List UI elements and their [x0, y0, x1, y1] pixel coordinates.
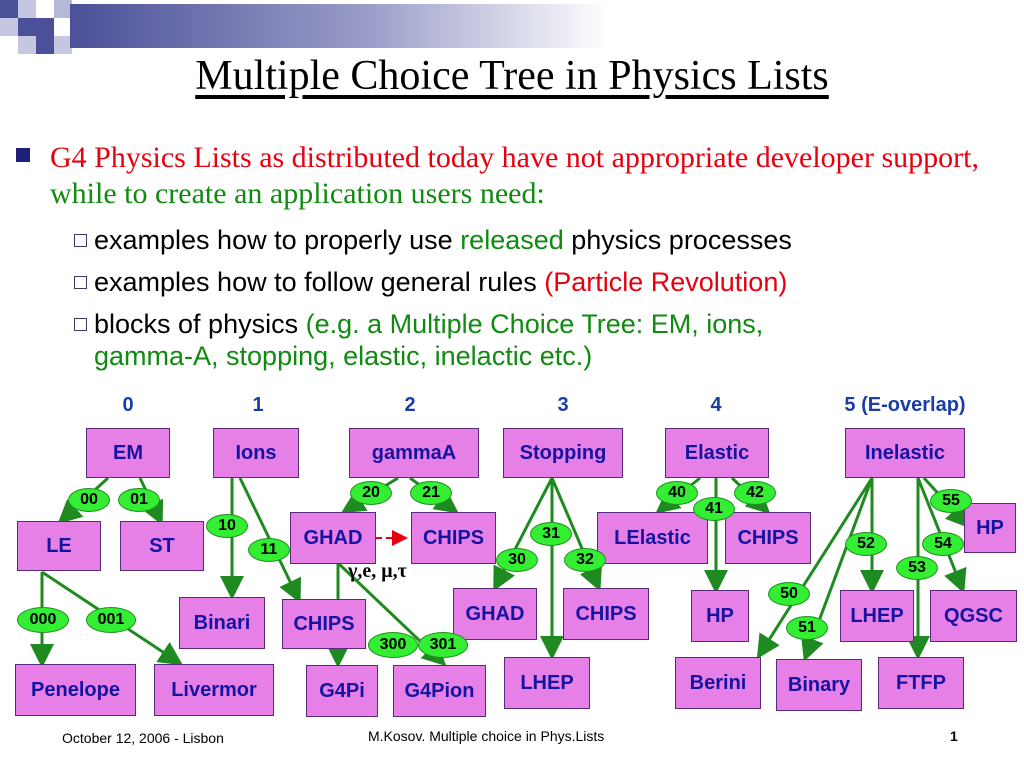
footer-date: October 12, 2006 - Lisbon: [62, 730, 224, 746]
tag-50: 50: [768, 582, 810, 606]
sub-bullet-box-icon: [74, 234, 87, 247]
edge-inelastic-berini: [756, 477, 874, 660]
tag-42: 42: [734, 481, 776, 505]
node-elastic: Elastic: [665, 428, 769, 478]
tag-11: 11: [248, 538, 290, 562]
tag-01: 01: [118, 488, 160, 512]
node-g4pion: G4Pion: [393, 665, 486, 717]
node-chips-gammaa: CHIPS: [411, 512, 496, 564]
sub-bullet-1-tail: physics processes: [563, 225, 792, 255]
node-em: EM: [86, 428, 170, 478]
sub-bullet-box-icon: [74, 318, 87, 331]
node-g4pi: G4Pi: [306, 665, 378, 717]
node-penelope: Penelope: [15, 664, 136, 716]
node-binary: Binary: [776, 659, 862, 711]
tag-52: 52: [845, 532, 887, 556]
node-ghad-stopping: GHAD: [453, 588, 537, 640]
main-bullet-text: G4 Physics Lists as distributed today ha…: [50, 140, 1020, 212]
tag-41: 41: [693, 497, 735, 521]
sub-bullet-2-highlight: (Particle Revolution: [544, 267, 779, 297]
sub-bullet-3-text: blocks of physics: [94, 309, 306, 339]
footer-page-number: 1: [950, 728, 958, 744]
bullet-green-text: while to create an application users nee…: [50, 177, 545, 210]
node-ftfp: FTFP: [878, 657, 964, 709]
tag-301: 301: [418, 632, 468, 658]
tag-000: 000: [17, 607, 69, 633]
node-qgsc: QGSC: [930, 590, 1017, 642]
sub-bullet-3-highlight: (e.g. a Multiple Choice Tree: EM, ions,: [305, 309, 764, 339]
tag-21: 21: [410, 481, 452, 505]
sub-bullet-3: blocks of physics (e.g. a Multiple Choic…: [94, 308, 1004, 372]
node-hp-elastic: HP: [691, 590, 749, 642]
tag-53: 53: [896, 556, 938, 580]
tag-54: 54: [922, 532, 964, 556]
tag-300: 300: [368, 632, 418, 658]
node-ions: Ions: [213, 428, 299, 478]
node-stopping: Stopping: [503, 428, 623, 478]
tag-00: 00: [68, 488, 110, 512]
sub-bullet-box-icon: [74, 276, 87, 289]
node-chips-elastic: CHIPS: [725, 512, 811, 564]
tag-30: 30: [496, 548, 538, 572]
tag-55: 55: [930, 489, 972, 513]
level-5-label: 5 (E-overlap): [844, 394, 966, 416]
sub-bullet-1-highlight: released: [460, 225, 564, 255]
node-lhep-stopping: LHEP: [504, 657, 590, 709]
node-chips-stopping: CHIPS: [563, 588, 649, 640]
node-lhep-inelastic: LHEP: [840, 590, 914, 642]
particles-note: γ,e, μ,τ: [348, 560, 407, 582]
tag-40: 40: [656, 481, 698, 505]
level-1-label: 1: [252, 394, 264, 416]
node-berini: Berini: [675, 657, 761, 709]
sub-bullet-3-highlight-line2: gamma-A, stopping, elastic, inelactic et…: [94, 341, 593, 371]
node-lelastic: LElastic: [597, 512, 708, 564]
tag-10: 10: [206, 514, 248, 538]
slide-title: Multiple Choice Tree in Physics Lists: [195, 53, 829, 99]
node-hp-inelastic: HP: [964, 503, 1016, 553]
sub-bullet-1-text: examples how to properly use: [94, 225, 461, 255]
node-inelastic: Inelastic: [845, 428, 965, 478]
level-0-label: 0: [122, 394, 134, 416]
sub-bullet-2-tail: ): [778, 267, 788, 297]
bullet-red-text: G4 Physics Lists as distributed today ha…: [50, 141, 979, 174]
level-3-label: 3: [557, 394, 569, 416]
level-2-label: 2: [404, 394, 416, 416]
tag-31: 31: [530, 522, 572, 546]
footer-author: M.Kosov. Multiple choice in Phys.Lists: [368, 728, 605, 744]
node-binari: Binari: [179, 597, 265, 649]
node-livermor: Livermor: [154, 664, 274, 716]
header-gradient-bar: [70, 4, 610, 48]
tag-001: 001: [86, 607, 136, 633]
node-st: ST: [120, 521, 204, 571]
sub-bullet-2-text: examples how to follow general rules: [94, 267, 545, 297]
tag-32: 32: [564, 548, 606, 572]
node-le: LE: [17, 521, 101, 571]
node-chips-ions: CHIPS: [282, 599, 366, 649]
bullet-square-icon: [16, 148, 30, 162]
sub-bullet-1: examples how to properly use released ph…: [94, 224, 1004, 256]
sub-bullet-2: examples how to follow general rules (Pa…: [94, 266, 1004, 298]
tag-20: 20: [350, 481, 392, 505]
level-4-label: 4: [710, 394, 722, 416]
node-ghad-gammaa: GHAD: [290, 512, 376, 564]
node-gammaa: gammaA: [349, 428, 479, 478]
tag-51: 51: [786, 616, 828, 640]
